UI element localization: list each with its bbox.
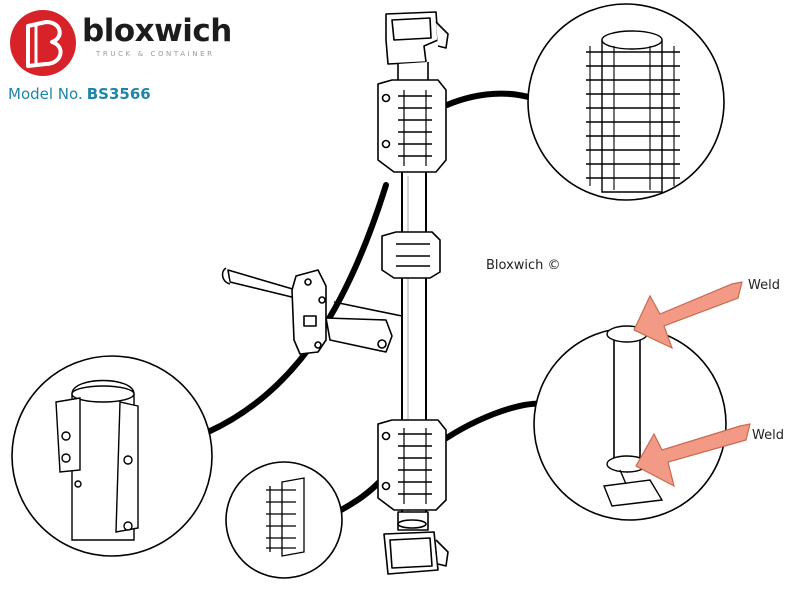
detail-circles — [11, 3, 727, 579]
upper-guide-bracket — [377, 79, 447, 173]
detail-weld-collars — [533, 325, 727, 521]
bottom-cam-keeper — [383, 511, 449, 575]
detail-cam-close-up — [527, 3, 725, 201]
leader-bottom-right — [429, 400, 551, 451]
weld-label-bottom: Weld — [752, 428, 784, 443]
detail-cam-side — [225, 461, 343, 579]
middle-guide-bracket — [381, 231, 441, 279]
top-cam-keeper — [385, 11, 449, 85]
leader-top-right — [429, 90, 535, 115]
weld-arrow-top — [633, 281, 743, 350]
model-number: BS3566 — [86, 85, 151, 103]
model-number-line: Model No.BS3566 — [8, 87, 151, 102]
weld-label-top: Weld — [748, 278, 780, 293]
locking-bar-assembly — [221, 11, 449, 575]
copyright-text: Bloxwich © — [486, 258, 561, 273]
lock-handle — [221, 267, 403, 355]
detail-guide-bracket — [11, 355, 213, 557]
brand-name: bloxwich — [82, 13, 232, 49]
brand-tagline: TRUCK & CONTAINER — [96, 50, 215, 58]
weld-arrows — [633, 281, 751, 488]
bloxwich-logo-icon — [10, 10, 76, 76]
weld-arrow-bottom — [635, 423, 751, 488]
lower-guide-bracket — [377, 419, 447, 511]
model-label: Model No. — [8, 85, 83, 103]
